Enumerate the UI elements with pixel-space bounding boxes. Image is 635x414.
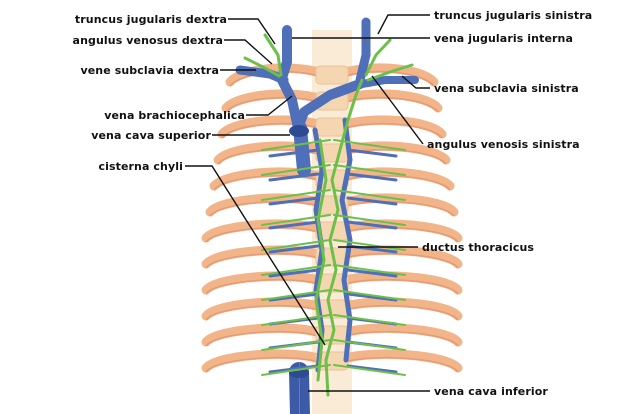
vertebra (316, 66, 348, 84)
label-angulus-venosis-sinistra: angulus venosis sinistra (427, 138, 580, 151)
label-vena-cava-superior: vena cava superior (91, 129, 211, 142)
left-jugular-vein (360, 22, 366, 80)
rib-right (346, 302, 458, 316)
label-vena-jugularis-interna: vena jugularis interna (434, 32, 573, 45)
rib-right (346, 120, 442, 134)
rib-left (206, 250, 318, 264)
superior-vena-cava-opening (289, 125, 309, 137)
rib-left (206, 328, 318, 342)
right-jugular-vein (282, 30, 287, 78)
label-truncus-jugularis-sinistra: truncus jugularis sinistra (434, 9, 592, 22)
label-angulus-venosus-dextra: angulus venosus dextra (73, 34, 223, 47)
rib-left (206, 302, 318, 316)
rib-right (346, 328, 458, 342)
label-truncus-jugularis-dextra: truncus jugularis dextra (75, 13, 227, 26)
leader-truncus-jugularis-sinistra (378, 15, 430, 34)
inferior-vena-cava (299, 372, 300, 414)
leader-angulus-venosis-sinistra (372, 76, 423, 144)
rib-right (346, 276, 458, 290)
label-vene-subclavia-dextra: vene subclavia dextra (80, 64, 219, 77)
rib-left (206, 224, 318, 238)
rib-left (206, 276, 318, 290)
rib-right (346, 354, 458, 368)
label-vena-brachiocephalica: vena brachiocephalica (104, 109, 245, 122)
rib-left (226, 94, 318, 108)
label-ductus-thoracicus: ductus thoracicus (422, 241, 534, 254)
label-vena-cava-inferior: vena cava inferior (434, 385, 548, 398)
rib-right (346, 94, 438, 108)
label-vena-subclavia-sinistra: vena subclavia sinistra (434, 82, 579, 95)
rib-right (346, 224, 458, 238)
label-cisterna-chyli: cisterna chyli (98, 160, 183, 173)
